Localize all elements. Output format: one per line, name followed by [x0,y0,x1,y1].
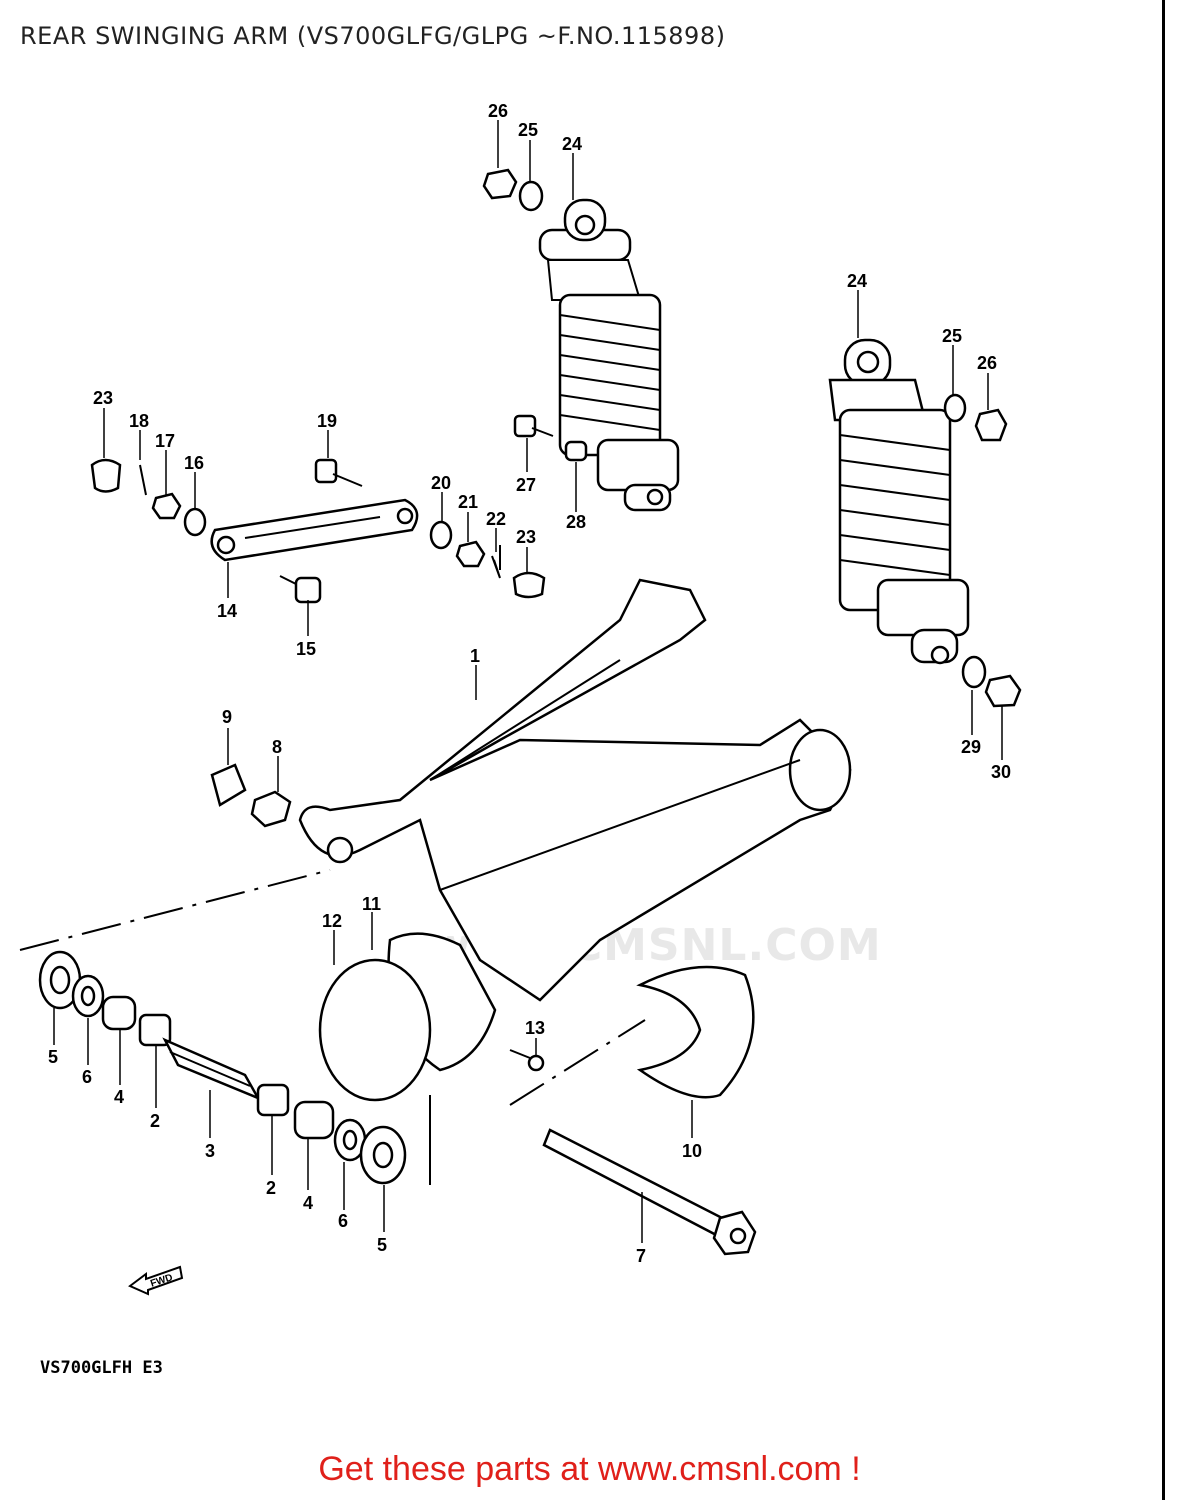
callout-20: 20 [431,473,451,493]
callout-14: 14 [217,601,237,621]
callout-24-right: 24 [847,271,867,291]
band-12[interactable] [318,958,432,1102]
callout-26-upper: 26 [488,101,508,121]
spacer-4-left[interactable] [101,995,137,1031]
collar-28[interactable] [564,440,588,462]
callout-10: 10 [682,1141,702,1161]
callout-2-left: 2 [150,1111,160,1131]
footer-link[interactable]: Get these parts at www.cmsnl.com ! [318,1450,861,1488]
page-border-line [1162,0,1165,1500]
model-code-label: VS700GLFH E3 [40,1358,163,1378]
cotter-pin-18[interactable] [139,464,147,496]
callout-22: 22 [486,509,506,529]
callout-26-right: 26 [977,353,997,373]
callout-24-left: 24 [562,134,582,154]
callout-29: 29 [961,737,981,757]
forward-arrow-icon: FWD [128,1265,184,1296]
callout-7: 7 [636,1246,646,1266]
nut-30[interactable] [984,674,1022,708]
callout-27: 27 [516,475,536,495]
bushing-8[interactable] [250,790,292,828]
washer-20[interactable] [429,520,453,550]
callout-11: 11 [362,894,381,914]
callout-23-right: 23 [516,527,536,547]
callout-5-left: 5 [48,1047,58,1067]
callout-16: 16 [184,453,204,473]
pivot-shaft-7[interactable] [542,1128,757,1256]
callout-6-left: 6 [82,1067,92,1087]
cap-23-right[interactable] [512,571,546,599]
callout-25-right: 25 [942,326,962,346]
callout-12: 12 [322,911,342,931]
swinging-arm-1[interactable] [298,578,852,1002]
dust-seal-5-right[interactable] [359,1125,407,1185]
cap-23-left[interactable] [90,458,122,493]
callout-9: 9 [222,707,232,727]
nut-26-upper[interactable] [482,168,518,200]
callout-15: 15 [296,639,316,659]
callout-21: 21 [458,492,478,512]
callout-3: 3 [205,1141,215,1161]
callout-labels: 26 25 24 24 25 26 23 18 17 16 19 27 28 2… [48,101,1011,1266]
callout-19: 19 [317,411,337,431]
callout-30: 30 [991,762,1011,782]
washer-29[interactable] [961,655,987,689]
bolt-15[interactable] [279,575,322,604]
spacer-4-right[interactable] [293,1100,335,1140]
dust-seal-5-left[interactable] [38,950,82,1010]
bearing-2-left[interactable] [138,1013,172,1047]
nut-17[interactable] [151,492,182,520]
cover-10[interactable] [636,965,755,1099]
callout-17: 17 [155,431,175,451]
callout-18: 18 [129,411,149,431]
shock-absorber-left[interactable] [538,198,680,512]
callout-8: 8 [272,737,282,757]
nut-21[interactable] [455,540,486,568]
washer-6-left[interactable] [71,974,105,1018]
callout-6-right: 6 [338,1211,348,1231]
washer-25-right[interactable] [943,393,967,423]
callout-28: 28 [566,512,586,532]
bearing-2-right[interactable] [256,1083,290,1117]
screw-13[interactable] [509,1049,545,1072]
callout-25-upper: 25 [518,120,538,140]
callout-23-left: 23 [93,388,113,408]
callout-13: 13 [525,1018,545,1038]
washer-25-upper[interactable] [518,180,544,212]
nut-26-right[interactable] [974,408,1008,442]
bolt-19[interactable] [314,458,363,487]
washer-16[interactable] [183,507,207,537]
callout-leaders [53,120,1003,1243]
sleeve-3[interactable] [162,1037,261,1101]
callout-2-right: 2 [266,1178,276,1198]
cotter-pin-22[interactable] [491,555,501,579]
callout-5-right: 5 [377,1235,387,1255]
seal-9[interactable] [210,763,247,807]
assembly-leader-lines [19,545,646,1185]
diagram-title: REAR SWINGING ARM (VS700GLFG/GLPG ~F.NO.… [20,22,726,50]
bolt-27[interactable] [513,414,554,438]
callout-4-right: 4 [303,1193,313,1213]
callout-4-left: 4 [114,1087,124,1107]
shock-absorber-right[interactable] [828,338,970,665]
callout-1: 1 [470,646,480,666]
torque-link-14[interactable] [210,498,419,562]
fwd-label: FWD [149,1272,174,1290]
